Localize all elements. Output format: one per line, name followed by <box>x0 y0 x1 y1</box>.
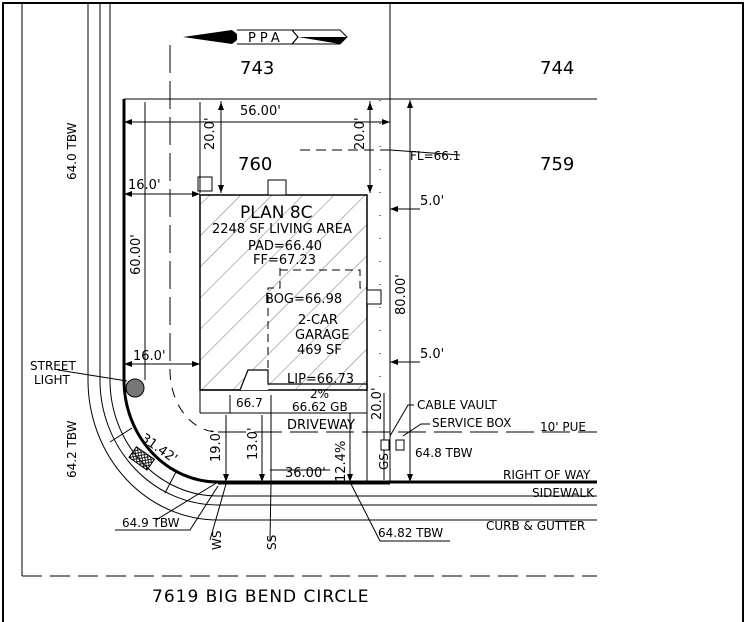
plan-bog: BOG=66.98 <box>265 292 342 307</box>
north-arrow-icon <box>183 29 348 45</box>
dim-side-right-top: 5.0' <box>420 194 444 209</box>
transformer-pad <box>128 446 156 471</box>
dim-rear-left: 20.0' <box>203 117 218 150</box>
elev-tbw-649: 64.9 TBW <box>122 516 180 530</box>
cable-vault-label: CABLE VAULT <box>417 398 497 412</box>
plan-living-area: 2248 SF LIVING AREA <box>212 222 352 237</box>
dimension-lines <box>124 100 461 485</box>
dim-side-right-bottom: 5.0' <box>420 347 444 362</box>
street-light-label-1: STREET <box>30 359 76 373</box>
row-label: RIGHT OF WAY <box>503 468 591 482</box>
elev-tbw-642: 64.2 TBW <box>65 420 79 478</box>
lot-760: 760 <box>238 154 272 175</box>
ss-label: SS <box>265 535 279 550</box>
service-box-label: SERVICE BOX <box>432 416 511 430</box>
dim-lot-width: 56.00' <box>240 104 281 119</box>
driveway-label: DRIVEWAY <box>287 418 355 433</box>
elev-667: 66.7 <box>236 396 263 410</box>
street-address: 7619 BIG BEND CIRCLE <box>152 587 369 607</box>
lot-744: 744 <box>540 58 574 79</box>
cable-vault-icon <box>380 439 390 451</box>
ws-label: WS <box>210 531 224 550</box>
lot-743: 743 <box>240 58 274 79</box>
plan-lip: LIP=66.73 <box>287 372 354 387</box>
sidewalk-label: SIDEWALK <box>532 486 595 500</box>
elev-tbw-648: 64.8 TBW <box>415 446 473 460</box>
dim-side-left-top: 16.0' <box>128 178 161 193</box>
plan-garage-area: 469 SF <box>297 343 342 358</box>
dim-front-setback: 20.0' <box>370 387 385 420</box>
elev-fl: FL=66.1 <box>410 149 460 163</box>
dim-depth-left: 60.00' <box>129 234 144 275</box>
elev-gb: 66.62 GB <box>292 400 348 414</box>
building-footprint <box>199 194 368 391</box>
elev-tbw-640: 64.0 TBW <box>65 122 79 180</box>
curb-label: CURB & GUTTER <box>486 519 585 533</box>
lot-759: 759 <box>540 154 574 175</box>
dim-driveway-13: 13.0' <box>246 427 261 460</box>
street-light-label-2: LIGHT <box>34 373 71 387</box>
plan-garage-2: GARAGE <box>295 328 349 343</box>
elev-tbw-6482: 64.82 TBW <box>378 526 443 540</box>
gs-label: GS <box>377 453 391 470</box>
dim-side-left-bottom: 16.0' <box>133 349 166 364</box>
plan-garage-1: 2-CAR <box>298 313 338 328</box>
plan-ff: FF=67.23 <box>253 253 316 268</box>
pue-label: 10' PUE <box>540 420 586 434</box>
curve-wall <box>122 379 219 484</box>
dim-depth-right: 80.00' <box>394 274 409 315</box>
arrowheads <box>124 100 413 482</box>
dim-rear-right: 20.0' <box>353 117 368 150</box>
plan-title: PLAN 8C <box>240 203 313 223</box>
street-light-icon <box>125 378 145 398</box>
dim-driveway-19: 19.0' <box>209 429 224 462</box>
plan-pad: PAD=66.40 <box>248 239 322 254</box>
dim-driveway-slope: 12.4% <box>334 441 349 482</box>
north-arrow-label: PPA <box>248 31 284 46</box>
elev-pct: 2% <box>310 387 329 401</box>
dim-frontage: 36.00' <box>285 466 326 481</box>
service-box-icon <box>395 439 405 451</box>
